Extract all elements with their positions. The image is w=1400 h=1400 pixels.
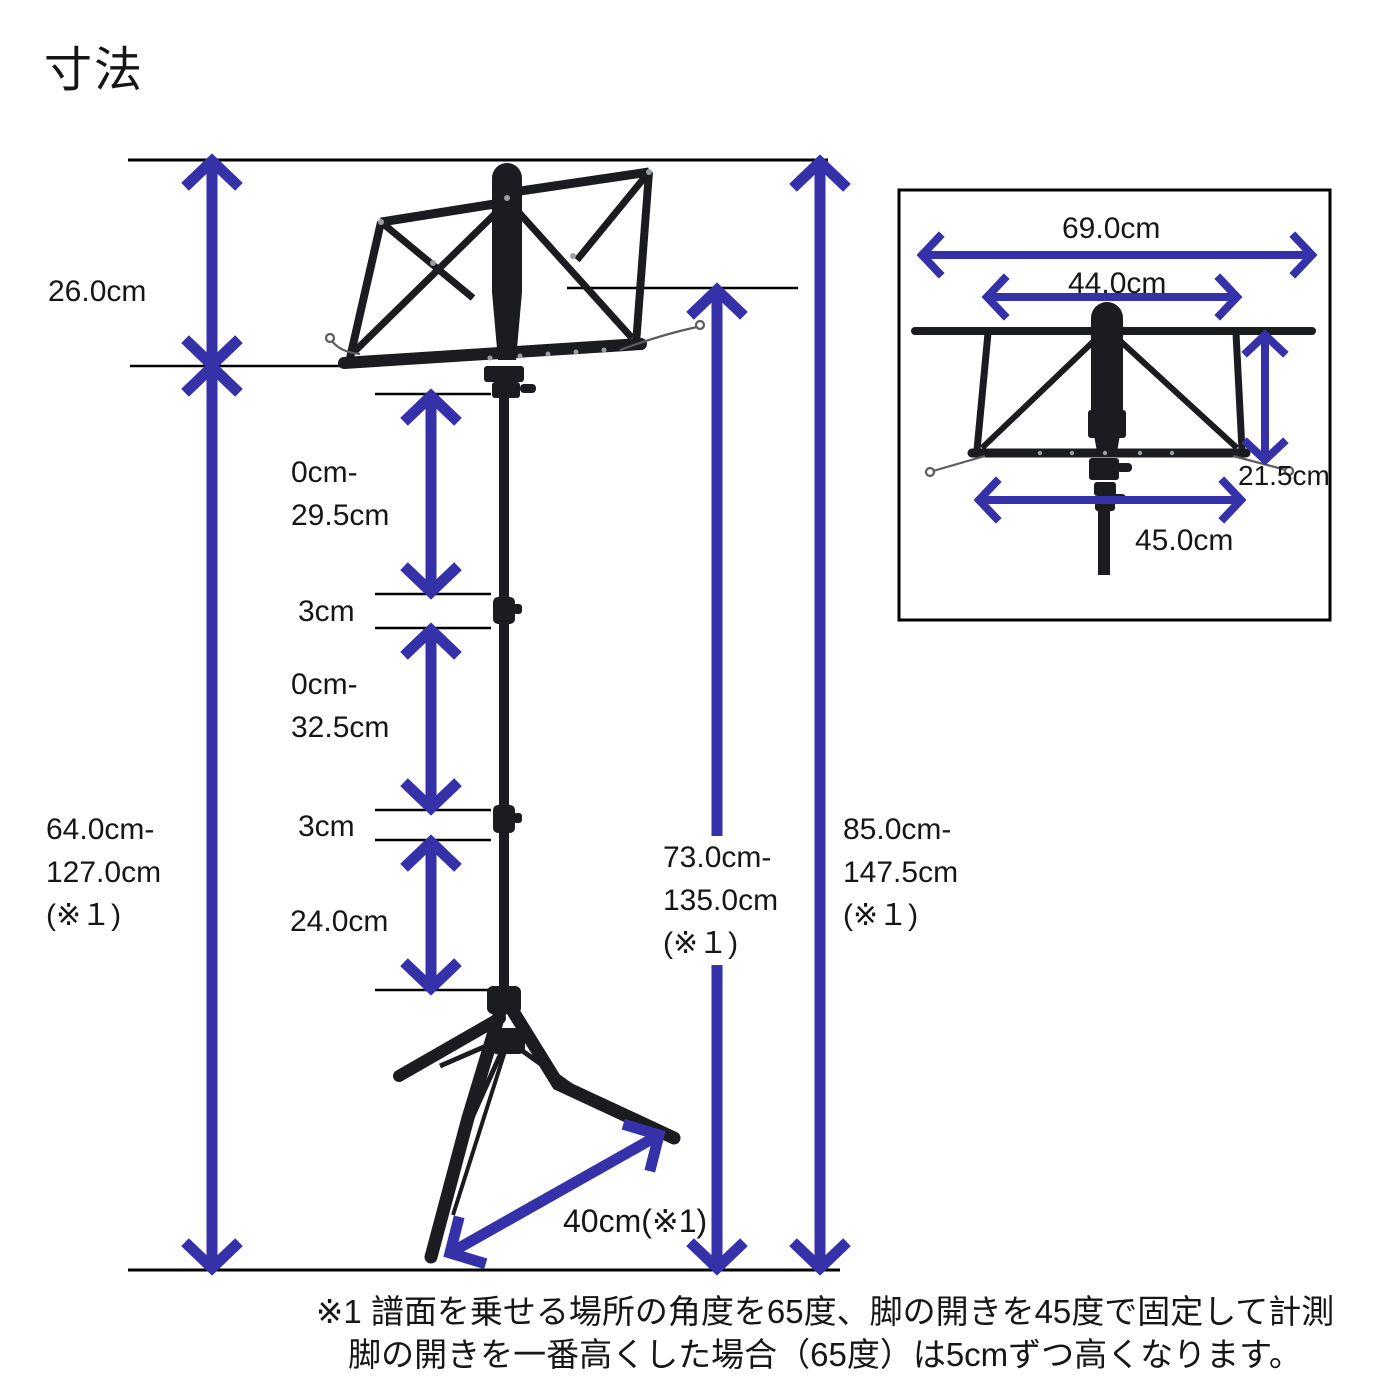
pole-collar-lower — [493, 805, 515, 833]
inset-clamp — [1089, 458, 1119, 480]
label-lower-tube-length: 24.0cm — [290, 905, 389, 938]
label-lower-joint-gap: 3cm — [298, 810, 355, 843]
desk-left-long-brace — [351, 203, 506, 355]
label-desk-inner-width: 44.0cm — [1068, 267, 1167, 300]
label-middle-tube-extension: 0cm- 32.5cm — [291, 668, 390, 744]
inset-right-brace — [1114, 335, 1240, 451]
inset-top-view — [897, 188, 1332, 622]
inset-border — [897, 188, 1332, 622]
telescopic-pole — [499, 396, 509, 996]
music-stand-front-view — [324, 163, 706, 1264]
inset-right-edge — [1232, 332, 1246, 451]
clamp-knob — [520, 384, 536, 393]
label-desk-folded-height: 21.5cm — [1238, 460, 1330, 491]
desk-right-wire — [619, 325, 698, 352]
label-desk-outer-width: 69.0cm — [1062, 212, 1161, 245]
inset-left-brace — [979, 335, 1100, 451]
tripod-brace-2 — [508, 1039, 582, 1095]
label-leg-length: 40cm(※1) — [563, 1203, 708, 1239]
inset-pole — [1098, 511, 1110, 575]
label-height-to-desk-center: 73.0cm- 135.0cm (※１) — [660, 836, 782, 965]
dimension-arrows — [181, 153, 851, 1276]
label-desk-lower-width: 45.0cm — [1135, 524, 1234, 557]
page-title: 寸法 — [44, 44, 145, 97]
inset-left-edge — [973, 332, 992, 451]
desk-left-top-rail — [380, 197, 508, 227]
desk-tilt-clamp — [484, 366, 524, 382]
extension-lines — [128, 158, 840, 1272]
tripod-leg-left — [393, 1012, 506, 1082]
desk-shelf — [338, 338, 647, 369]
label-upper-joint-gap: 3cm — [298, 595, 355, 628]
desk-right-top-rail — [506, 167, 650, 198]
desk-left-short-brace — [378, 219, 476, 301]
desk-left-wire — [331, 340, 361, 356]
tripod-leg-front — [424, 995, 510, 1264]
inset-left-wire — [932, 454, 986, 473]
desk-right-short-brace — [574, 169, 652, 263]
desk-left-edge — [346, 221, 385, 359]
label-overall-height: 85.0cm- 147.5cm (※１) — [843, 813, 959, 932]
label-height-to-desk-bottom: 64.0cm- 127.0cm (※１) — [46, 813, 162, 932]
pole-collar-upper — [493, 597, 515, 624]
footnote: ※1 譜面を乗せる場所の角度を65度、脚の開きを45度で固定して計測 脚の開きを… — [315, 1293, 1335, 1373]
desk-right-long-brace — [510, 203, 635, 341]
desk-right-edge — [632, 171, 653, 345]
label-upper-tube-extension: 0cm- 29.5cm — [291, 456, 390, 532]
tripod-leg-right — [499, 993, 681, 1145]
label-desk-height: 26.0cm — [48, 275, 147, 308]
arrow-leg-length — [443, 1118, 666, 1270]
tripod-brace-3 — [439, 1037, 501, 1069]
